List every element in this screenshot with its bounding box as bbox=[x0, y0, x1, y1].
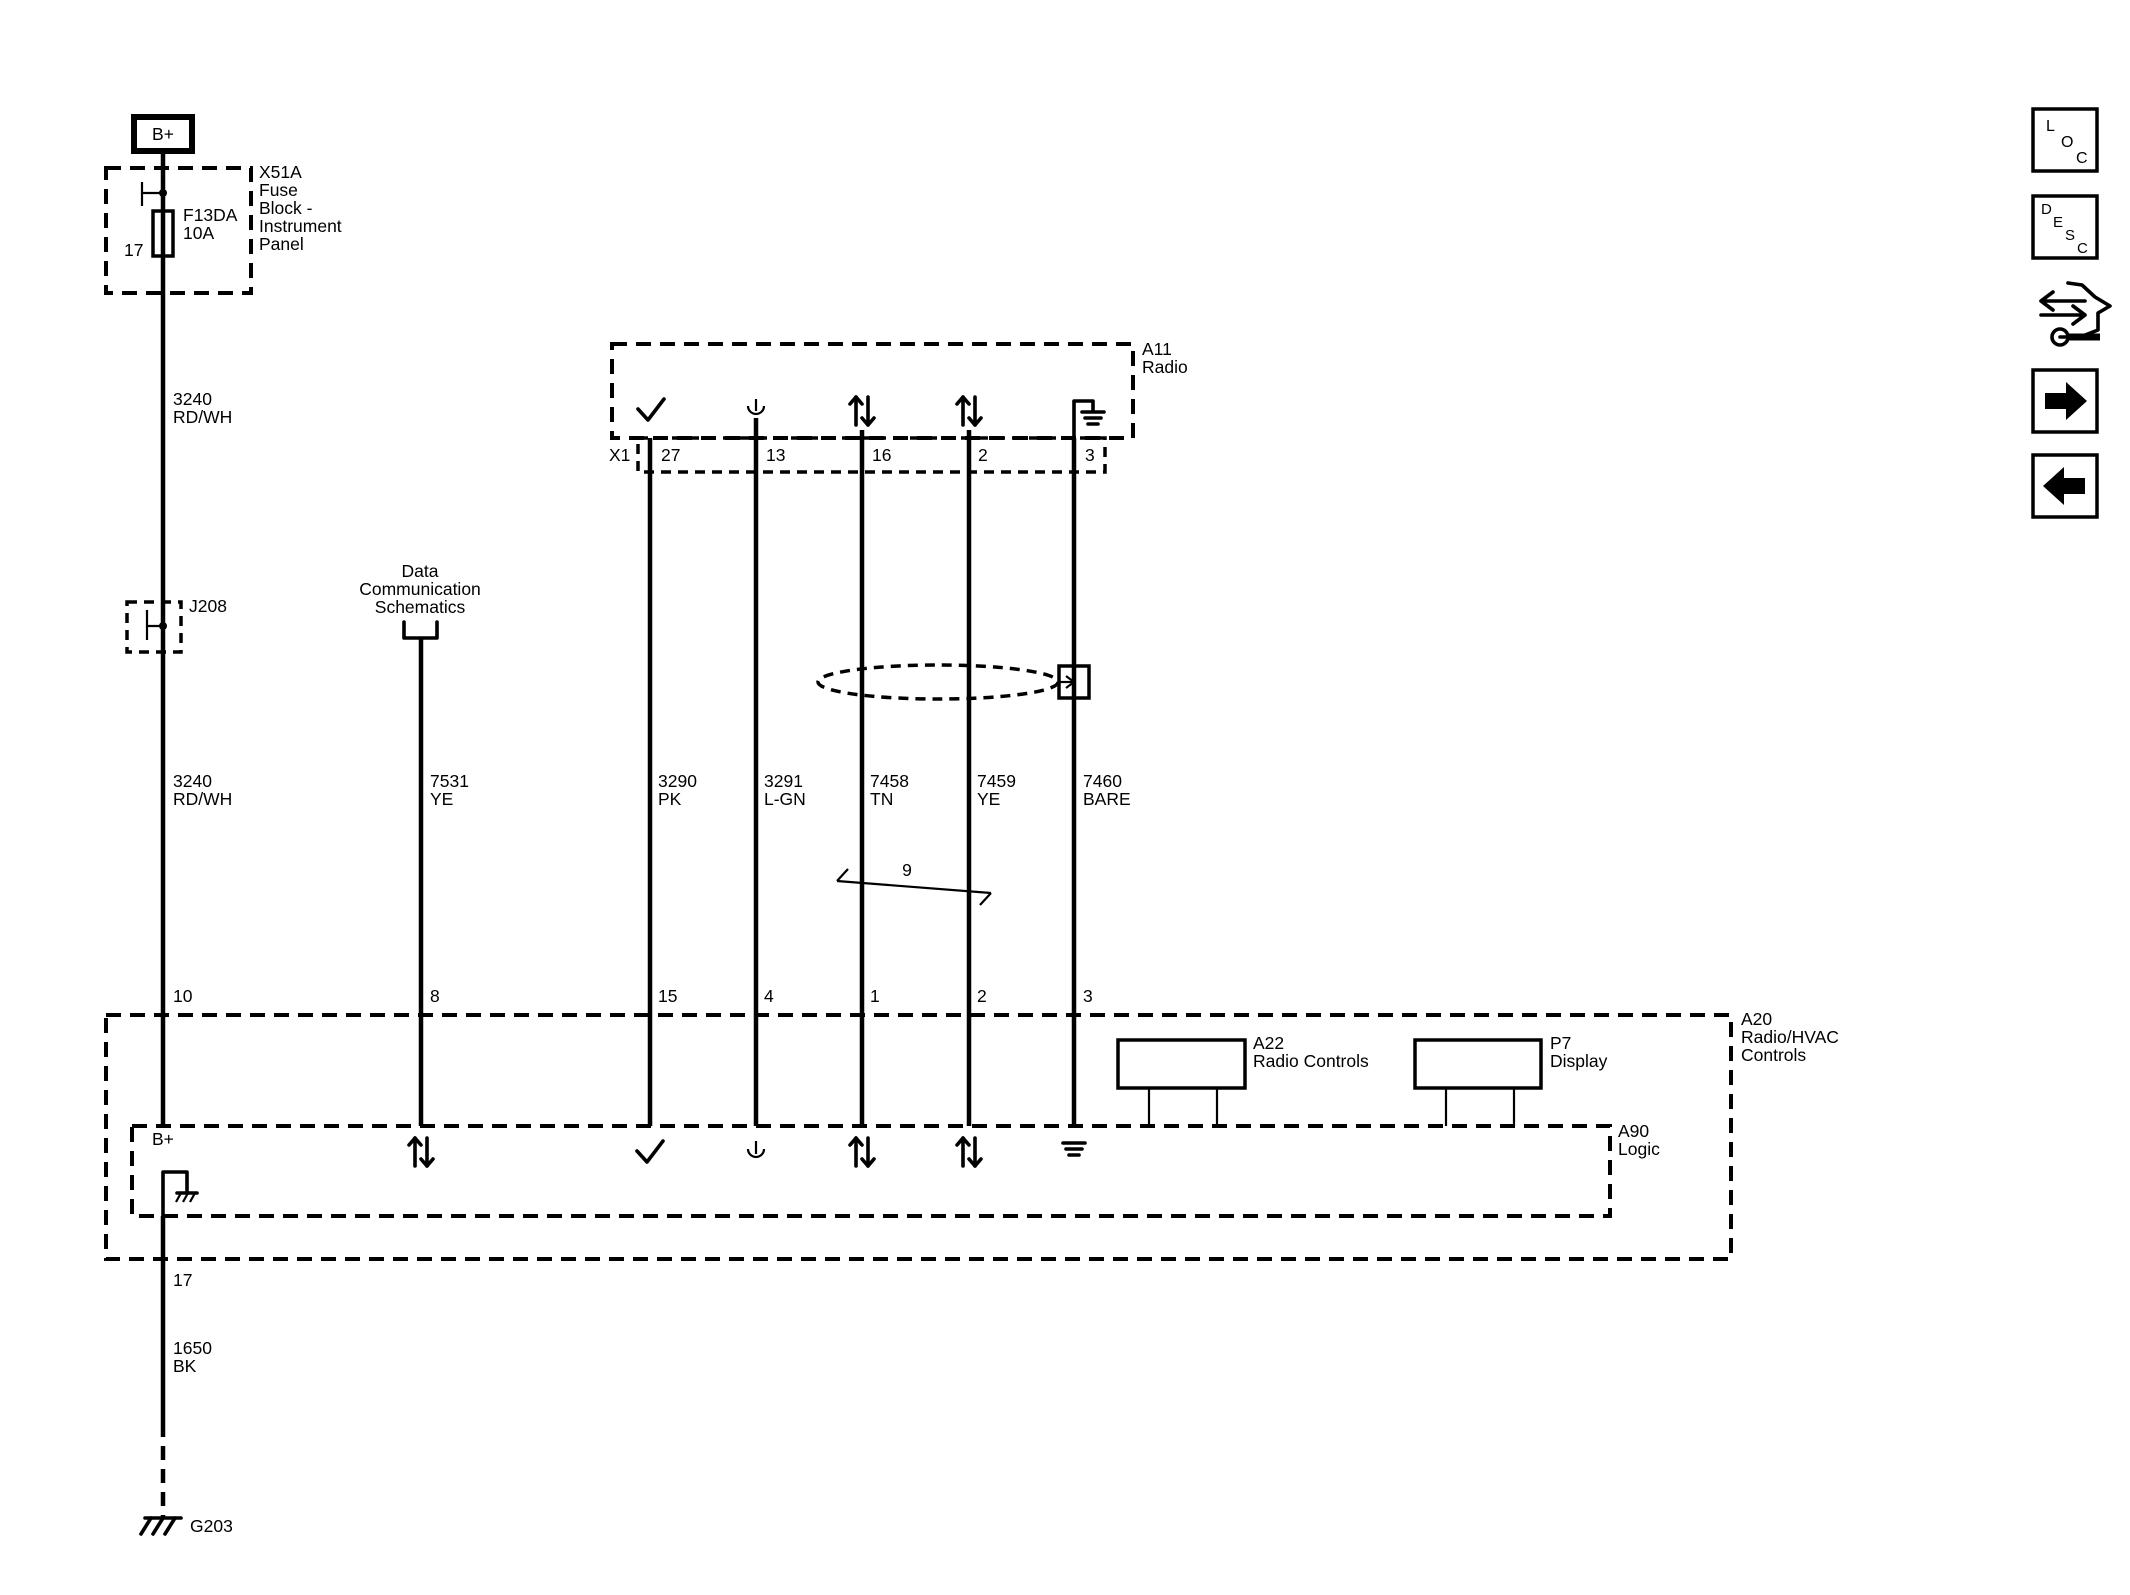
wire-3240-lower-color: RD/WH bbox=[173, 789, 232, 809]
bidirectional-arrow-icon bbox=[848, 1136, 876, 1168]
power-icon bbox=[746, 1141, 766, 1159]
pin-16: 16 bbox=[872, 445, 891, 465]
hvac-name-2: Controls bbox=[1741, 1045, 1806, 1065]
logic-ref: A90 bbox=[1618, 1121, 1649, 1141]
svg-text:S: S bbox=[2065, 227, 2075, 244]
fuse-block-name-3: Instrument bbox=[259, 216, 342, 236]
display-name: Display bbox=[1550, 1051, 1608, 1071]
location-button[interactable]: L O C bbox=[2031, 107, 2099, 173]
wire-3290-pin-bottom: 15 bbox=[658, 986, 677, 1006]
wire-7460-circuit: 7460 bbox=[1083, 771, 1122, 791]
logic-name: Logic bbox=[1618, 1139, 1660, 1159]
wire-7531-circuit: 7531 bbox=[430, 771, 469, 791]
radio-ref: A11 bbox=[1142, 339, 1172, 359]
ground-ref: G203 bbox=[190, 1516, 233, 1536]
wire-3291-color: L-GN bbox=[764, 789, 806, 809]
display-ref: P7 bbox=[1550, 1033, 1571, 1053]
fuse-block-ref: X51A bbox=[259, 162, 302, 182]
pin-27: 27 bbox=[661, 445, 680, 465]
twisted-pair-label: 9 bbox=[902, 860, 912, 880]
fuse-block-name-2: Block - bbox=[259, 198, 313, 218]
pin-2: 2 bbox=[978, 445, 988, 465]
wire-3291-circuit: 3291 bbox=[764, 771, 803, 791]
svg-text:O: O bbox=[2061, 134, 2073, 151]
hvac-controls-module: A20 Radio/HVAC Controls bbox=[104, 1009, 1839, 1261]
wire-7531-color: YE bbox=[430, 789, 453, 809]
fuse-id: F13DA bbox=[183, 205, 238, 225]
wire-1650-circuit: 1650 bbox=[173, 1338, 212, 1358]
svg-text:C: C bbox=[2076, 150, 2088, 167]
radio-controls-name: Radio Controls bbox=[1253, 1051, 1369, 1071]
wire-3240-upper-circuit: 3240 bbox=[173, 389, 212, 409]
bidirectional-arrow-icon bbox=[848, 395, 876, 427]
data-comm-line-3[interactable]: Schematics bbox=[375, 597, 466, 617]
wire-1650-color: BK bbox=[173, 1356, 197, 1376]
battery-label: B+ bbox=[152, 124, 174, 144]
logic-module: A90 Logic B+ bbox=[130, 1121, 1660, 1218]
pin-13: 13 bbox=[766, 445, 785, 465]
svg-text:C: C bbox=[2077, 240, 2088, 257]
b-plus-pin: 10 bbox=[173, 986, 193, 1006]
twisted-pair-marker: 9 bbox=[836, 860, 992, 906]
data-comm-reference[interactable]: Data Communication Schematics bbox=[359, 561, 481, 640]
bidirectional-arrow-icon bbox=[955, 1136, 983, 1168]
ground-icon bbox=[1061, 1141, 1087, 1157]
splice-j208: J208 bbox=[125, 596, 227, 654]
wire-3290-color: PK bbox=[658, 789, 682, 809]
connector-wrench-icon[interactable] bbox=[2039, 281, 2112, 347]
wire-7460-pin-bottom: 3 bbox=[1083, 986, 1093, 1006]
radio-controls-box: A22 Radio Controls bbox=[1116, 1033, 1369, 1126]
radio-controls-ref: A22 bbox=[1253, 1033, 1284, 1053]
fuse-block-name-4: Panel bbox=[259, 234, 304, 254]
svg-text:D: D bbox=[2041, 201, 2052, 218]
wire-7459-pin-bottom: 2 bbox=[977, 986, 987, 1006]
fuse-pin: 17 bbox=[124, 240, 143, 260]
ground-g203: G203 bbox=[139, 1516, 233, 1536]
arrow-right-icon bbox=[2045, 382, 2087, 420]
shield-ellipse bbox=[816, 663, 1060, 701]
bidirectional-arrow-icon bbox=[407, 1136, 435, 1168]
wire-3290-circuit: 3290 bbox=[658, 771, 697, 791]
fuse-block-name-1: Fuse bbox=[259, 180, 298, 200]
wire-7458-pin-bottom: 1 bbox=[870, 986, 880, 1006]
description-button[interactable]: D E S C bbox=[2031, 194, 2099, 260]
wire-3240-lower-circuit: 3240 bbox=[173, 771, 212, 791]
splice-ref: J208 bbox=[189, 596, 227, 616]
hvac-name-1: Radio/HVAC bbox=[1741, 1027, 1839, 1047]
wire-3291-pin-bottom: 4 bbox=[764, 986, 774, 1006]
power-icon bbox=[746, 399, 766, 416]
wire-3240-upper-color: RD/WH bbox=[173, 407, 232, 427]
fuse-block: X51A Fuse Block - Instrument Panel F13DA… bbox=[104, 162, 342, 295]
wire-7459-circuit: 7459 bbox=[977, 771, 1016, 791]
svg-text:E: E bbox=[2053, 214, 2063, 231]
check-icon bbox=[636, 397, 666, 422]
radio-connector-x1 bbox=[636, 436, 1107, 474]
hvac-ground-pin: 17 bbox=[173, 1270, 192, 1290]
pin-3: 3 bbox=[1085, 445, 1095, 465]
wire-7458-color: TN bbox=[870, 789, 893, 809]
wire-7460-color: BARE bbox=[1083, 789, 1131, 809]
check-icon bbox=[635, 1139, 665, 1164]
data-comm-line-2[interactable]: Communication bbox=[359, 579, 481, 599]
radio-name: Radio bbox=[1142, 357, 1188, 377]
wire-7531-pin-bottom: 8 bbox=[430, 986, 440, 1006]
bidirectional-arrow-icon bbox=[955, 395, 983, 427]
radio-module: A11 Radio X1 27 13 1 bbox=[609, 339, 1188, 474]
arrow-left-icon bbox=[2043, 467, 2085, 505]
fuse-rating: 10A bbox=[183, 223, 214, 243]
previous-button[interactable] bbox=[2031, 453, 2099, 519]
wire-7459-color: YE bbox=[977, 789, 1000, 809]
next-button[interactable] bbox=[2031, 368, 2099, 434]
display-box: P7 Display bbox=[1413, 1033, 1608, 1126]
logic-b-plus-label: B+ bbox=[152, 1129, 174, 1149]
data-comm-line-1[interactable]: Data bbox=[402, 561, 439, 581]
battery-symbol: B+ bbox=[131, 114, 195, 154]
wire-7458-circuit: 7458 bbox=[870, 771, 909, 791]
radio-connector-ref: X1 bbox=[609, 445, 630, 465]
hvac-ref: A20 bbox=[1741, 1009, 1772, 1029]
ground-icon bbox=[1072, 399, 1106, 440]
svg-text:L: L bbox=[2046, 118, 2055, 135]
